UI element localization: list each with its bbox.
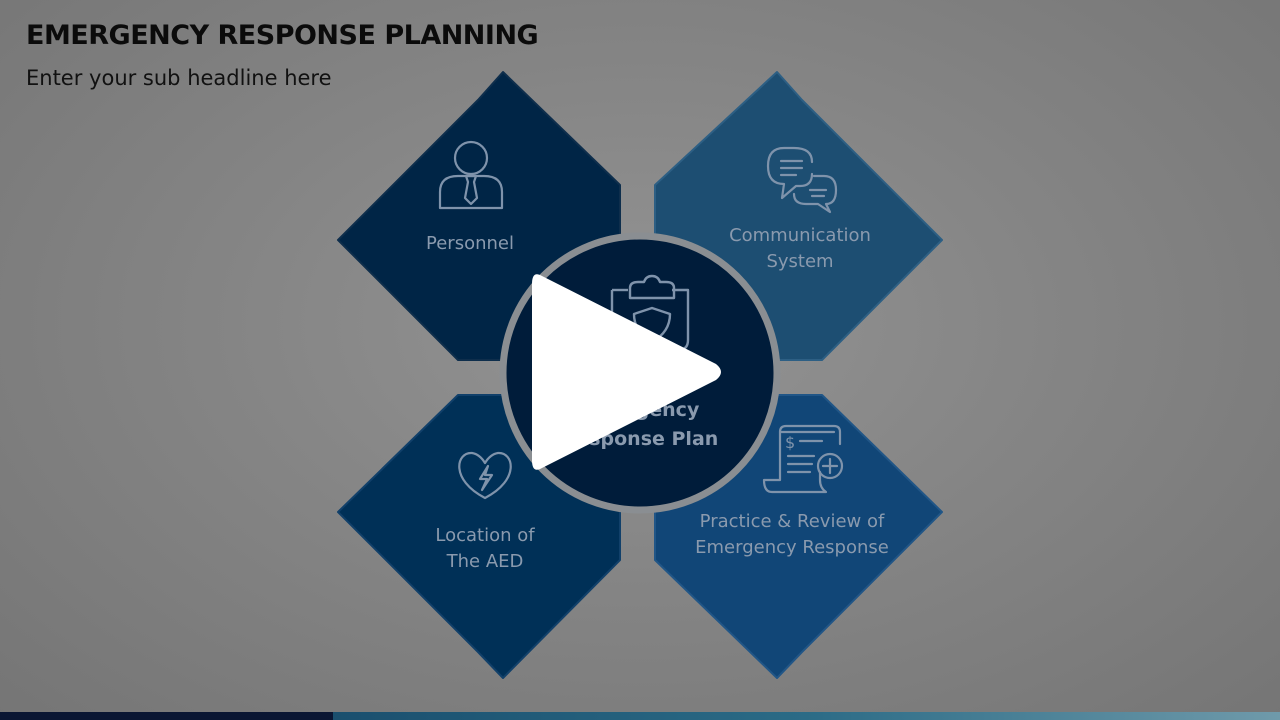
tile-communication-label-line-2: System [766,251,834,272]
tile-communication-label: Communication System [700,223,900,275]
tile-practice-label-line-2: Emergency Response [695,537,889,558]
bottom-bar-teal-segment [333,712,1280,720]
svg-text:$: $ [785,433,795,452]
tile-aed-label-line-1: Location of [435,525,535,546]
tile-practice-label: Practice & Review of Emergency Response [672,509,912,561]
play-icon [532,274,721,470]
chat-bubbles-icon [766,146,838,214]
tile-aed-label-line-2: The AED [446,551,524,572]
heart-bolt-icon [458,451,512,500]
tile-personnel-label-line: Personnel [426,233,514,254]
page-title: EMERGENCY RESPONSE PLANNING [26,20,539,51]
tile-communication-label-line-1: Communication [729,225,871,246]
bottom-accent-bar [0,712,1280,720]
page-subtitle: Enter your sub headline here [26,66,332,90]
document-medical-icon: $ [762,424,844,494]
tile-personnel-label: Personnel [390,231,550,257]
tile-aed-label: Location of The AED [400,523,570,575]
tile-practice-label-line-1: Practice & Review of [699,511,885,532]
person-tie-icon [438,140,504,210]
play-button[interactable] [520,262,730,482]
bottom-bar-dark-segment [0,712,333,720]
